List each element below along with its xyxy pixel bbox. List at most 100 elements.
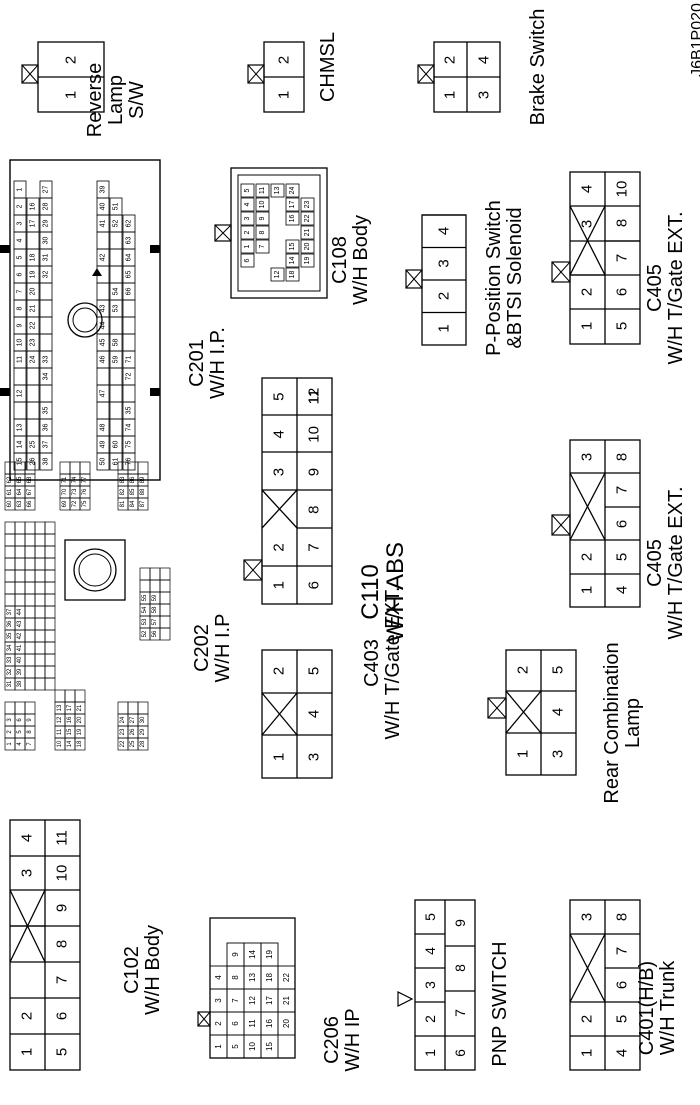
pin-cavity [24,521,36,535]
latch-cross [551,261,571,283]
pin-cavity [24,701,36,715]
pin-number: 44 [100,322,107,330]
pin-cavity [24,665,36,679]
pin-number: 7 [452,1009,468,1017]
pin-number: 1 [579,1049,596,1057]
pin-cavity [34,665,46,679]
pin-cavity [44,653,56,667]
pin-number: 8 [306,506,323,514]
pin-number: 40 [100,203,107,211]
pin-number: 9 [452,919,468,927]
pin-number: 5 [17,255,24,259]
pin-number: 11 [259,187,266,194]
pin-number: 17 [289,201,296,209]
pin-number: 2 [442,56,459,64]
pin-cavity [240,225,255,240]
pin-number: 69 [62,500,68,507]
pin-number: 23 [30,339,37,347]
pin-number: 43 [17,620,23,627]
pin-number: 1 [579,322,596,330]
pin-number: 19 [30,271,37,279]
pin-number: 18 [77,740,83,747]
pin-cavity [96,367,110,386]
pin-number: 1 [436,324,453,332]
pin-cavity [14,701,26,715]
pin-number: 5 [614,322,631,330]
pin-cavity [34,641,46,655]
pin-cavity [14,569,26,583]
pin-number: 7 [27,742,33,746]
pin-cavity [137,461,149,475]
pin-cavity [4,593,16,607]
pin-cavity [26,418,40,437]
pin-cavity [24,605,36,619]
pin-number: 23 [304,201,311,209]
pin-number: 83 [120,476,126,483]
pin-number: 89 [140,476,146,483]
pin-number: 2 [63,56,80,64]
pin-number: 65 [126,271,133,279]
key-cross [261,692,298,736]
pin-number: 72 [126,373,133,381]
pin-number: 7 [259,244,266,248]
pin-number: 62 [126,220,133,228]
pin-number: 1 [244,244,251,248]
pin-number: 1 [442,91,459,99]
pin-number: 41 [17,644,23,651]
pin-number: 19 [77,728,83,735]
pin-number: 35 [126,407,133,415]
pin-number: 8 [27,730,33,734]
pin-cavity [24,593,36,607]
pin-number: 39 [100,186,107,194]
pin-number: 12 [306,388,323,405]
pin-number: 71 [62,476,68,483]
pin-number: 15 [67,728,73,735]
pin-number: 46 [100,356,107,364]
pin-cavity [137,701,149,715]
pin-number: 4 [17,742,23,746]
pin-number: 34 [43,373,50,381]
latch-cross [247,64,265,84]
pin-number: 87 [140,500,146,507]
pin-number: 5 [54,1048,71,1056]
pin-number: 8 [614,453,631,461]
pin-number: 15 [289,243,296,251]
pin-number: 63 [126,237,133,245]
pin-number: 22 [304,215,311,223]
pin-number: 18 [265,973,274,982]
pin-cavity [109,316,123,335]
pin-number: 2 [271,667,288,675]
pin-number: 6 [306,581,323,589]
pin-number: 13 [274,187,281,195]
pin-number: 76 [126,458,133,466]
pin-number: 6 [17,272,24,276]
pin-number: 61 [113,458,120,466]
pin-number: 1 [17,187,24,191]
pin-number: 34 [7,644,13,651]
pin-cavity [127,701,139,715]
pin-number: 66 [27,500,33,507]
pin-cavity [39,333,53,352]
pin-number: 3 [579,453,596,461]
pin-number: 24 [30,356,37,364]
pin-cavity [285,211,300,226]
pin-number: 59 [152,594,158,601]
pin-number: 88 [140,488,146,495]
latch-cross [21,64,39,84]
pin-number: 58 [113,339,120,347]
pin-number: 4 [476,56,493,64]
pin-cavity [122,316,136,335]
pin-number: 1 [271,581,288,589]
pin-cavity [300,253,315,268]
pin-number: 74 [72,476,78,483]
pin-cavity [44,557,56,571]
center-boss [64,539,126,601]
pin-number: 68 [27,476,33,483]
pin-number: 22 [282,973,291,982]
pin-cavity [109,248,123,267]
pin-number: 36 [43,424,50,432]
pin-cavity [24,629,36,643]
